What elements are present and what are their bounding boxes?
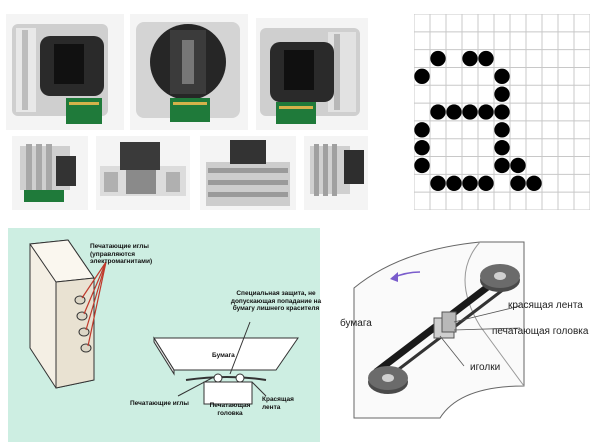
shield-label: Специальная защита, не допускающая попад… (230, 290, 322, 312)
print-head-photo-2 (130, 14, 248, 130)
matrix-dot (494, 157, 510, 174)
ribbon-label-left: Красящая лента (262, 396, 294, 411)
needles-label-right: иголки (470, 362, 501, 373)
matrix-dot (446, 175, 462, 191)
ribbon-paper-schematic (353, 241, 525, 419)
matrix-dot (494, 86, 510, 102)
matrix-dot (494, 139, 510, 156)
print-head-label-right: печатающая головка (492, 326, 589, 337)
matrix-dot (414, 68, 430, 85)
print-head-photo-1 (6, 14, 124, 130)
matrix-dot (494, 122, 510, 138)
matrix-dot (430, 175, 446, 191)
matrix-dot (510, 175, 526, 191)
matrix-dot (414, 157, 430, 174)
matrix-dot (446, 104, 462, 120)
matrix-dot (494, 104, 510, 120)
print-head-side-photo-1 (12, 136, 88, 210)
print-needles-label: Печатающие иглы (130, 400, 189, 407)
matrix-dot (462, 175, 478, 191)
matrix-dot (414, 122, 430, 138)
matrix-dot (478, 50, 494, 67)
print-head-schematic (29, 239, 299, 405)
matrix-dot (462, 104, 478, 120)
matrix-dot (478, 175, 494, 191)
matrix-dot (526, 175, 542, 191)
paper-label-right: бумага (340, 318, 372, 329)
ribbon-label-right: красящая лента (508, 300, 583, 311)
matrix-dot (430, 50, 446, 67)
print-head-side-photo-4 (304, 136, 368, 210)
print-head-side-photo-3 (200, 136, 296, 210)
print-head-side-photo-2 (96, 136, 190, 210)
paper-label: Бумага (212, 352, 235, 359)
matrix-dot (494, 68, 510, 85)
dot-matrix-grid (414, 14, 590, 210)
dot-matrix-letter-a (414, 14, 590, 210)
matrix-dot (430, 104, 446, 120)
matrix-dot (462, 50, 478, 67)
matrix-dot (510, 157, 526, 174)
print-head-label: Печатающая головка (209, 402, 251, 417)
matrix-dot (478, 104, 494, 120)
matrix-dot (414, 139, 430, 156)
print-head-photo-3 (256, 18, 368, 130)
needles-label: Печатающие иглы (управляются электромагн… (90, 243, 153, 265)
